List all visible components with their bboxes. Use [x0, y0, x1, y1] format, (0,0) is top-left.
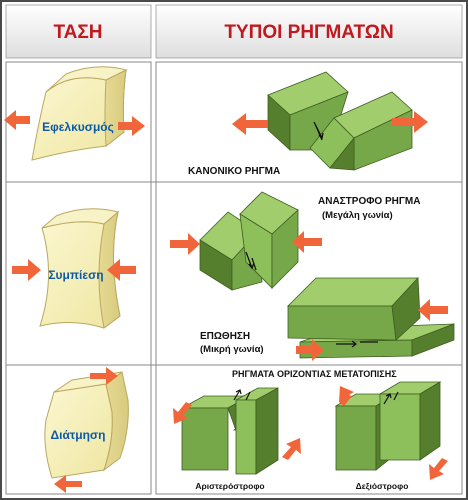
thrust-fault-sublabel: (Μικρή γωνία)	[200, 344, 264, 355]
arrow-right-icon	[392, 111, 428, 133]
arrow-down-left-icon	[173, 402, 192, 424]
arrow-right-icon	[90, 367, 118, 385]
arrow-left-icon	[107, 259, 136, 281]
shear-label: Διάτμηση	[51, 428, 106, 442]
arrow-left-icon	[418, 299, 448, 321]
arrow-right-icon	[170, 233, 200, 255]
fault-types-column-header: ΤΥΠΟΙ ΡΗΓΜΑΤΩΝ	[224, 22, 393, 43]
reverse-fault-label: ΑΝΑΣΤΡΟΦΟ ΡΗΓΜΑ	[318, 196, 420, 207]
compression-cube	[39, 208, 121, 329]
table-header: ΤΑΣΗ ΤΥΠΟΙ ΡΗΓΜΑΤΩΝ	[5, 4, 463, 59]
arrow-left-icon	[232, 113, 268, 135]
reverse-fault-sublabel: (Μεγάλη γωνία)	[322, 210, 393, 221]
arrow-left-icon	[54, 475, 82, 493]
arrow-right-icon	[12, 259, 41, 281]
arrow-right-icon	[118, 116, 145, 136]
left-lateral-label: Αριστερόστροφο	[195, 481, 264, 491]
strike-slip-label: ΡΗΓΜΑΤΑ ΟΡΙΖΟΝΤΙΑΣ ΜΕΤΑΤΟΠΙΣΗΣ	[232, 369, 397, 379]
arrow-up-right-icon	[282, 438, 301, 460]
compression-label: Συμπίεση	[48, 268, 103, 282]
thrust-fault-label: ΕΠΩΘΗΣΗ	[200, 331, 250, 342]
left-lateral-fault-diagram	[181, 387, 279, 475]
right-lateral-label: Δεξιόστροφο	[356, 481, 409, 491]
tension-label: Εφελκυσμός	[42, 120, 114, 134]
arrow-right-icon	[296, 339, 324, 361]
stress-column-header: ΤΑΣΗ	[53, 22, 102, 43]
right-lateral-fault-diagram	[334, 381, 442, 471]
reverse-fault-diagram	[199, 191, 299, 291]
thrust-fault-diagram	[287, 277, 455, 359]
row-tension: Εφελκυσμός ΚΑΝΟΝΙΚΟ ΡΗΓΜΑ	[4, 66, 428, 177]
arrow-down-right-icon	[429, 458, 448, 480]
normal-fault-label: ΚΑΝΟΝΙΚΟ ΡΗΓΜΑ	[188, 166, 280, 177]
arrow-up-left-icon	[339, 386, 354, 406]
row-shear: Διάτμηση ΡΗΓΜΑΤΑ ΟΡΙΖΟΝΤΙΑΣ ΜΕΤΑΤΟΠΙΣΗΣ …	[44, 367, 448, 493]
arrow-left-icon	[292, 231, 322, 253]
arrow-left-icon	[4, 110, 30, 130]
row-compression: Συμπίεση ΑΝΑΣΤΡΟΦΟ ΡΗΓΜΑ (Μεγάλη γωνία)	[12, 191, 455, 361]
